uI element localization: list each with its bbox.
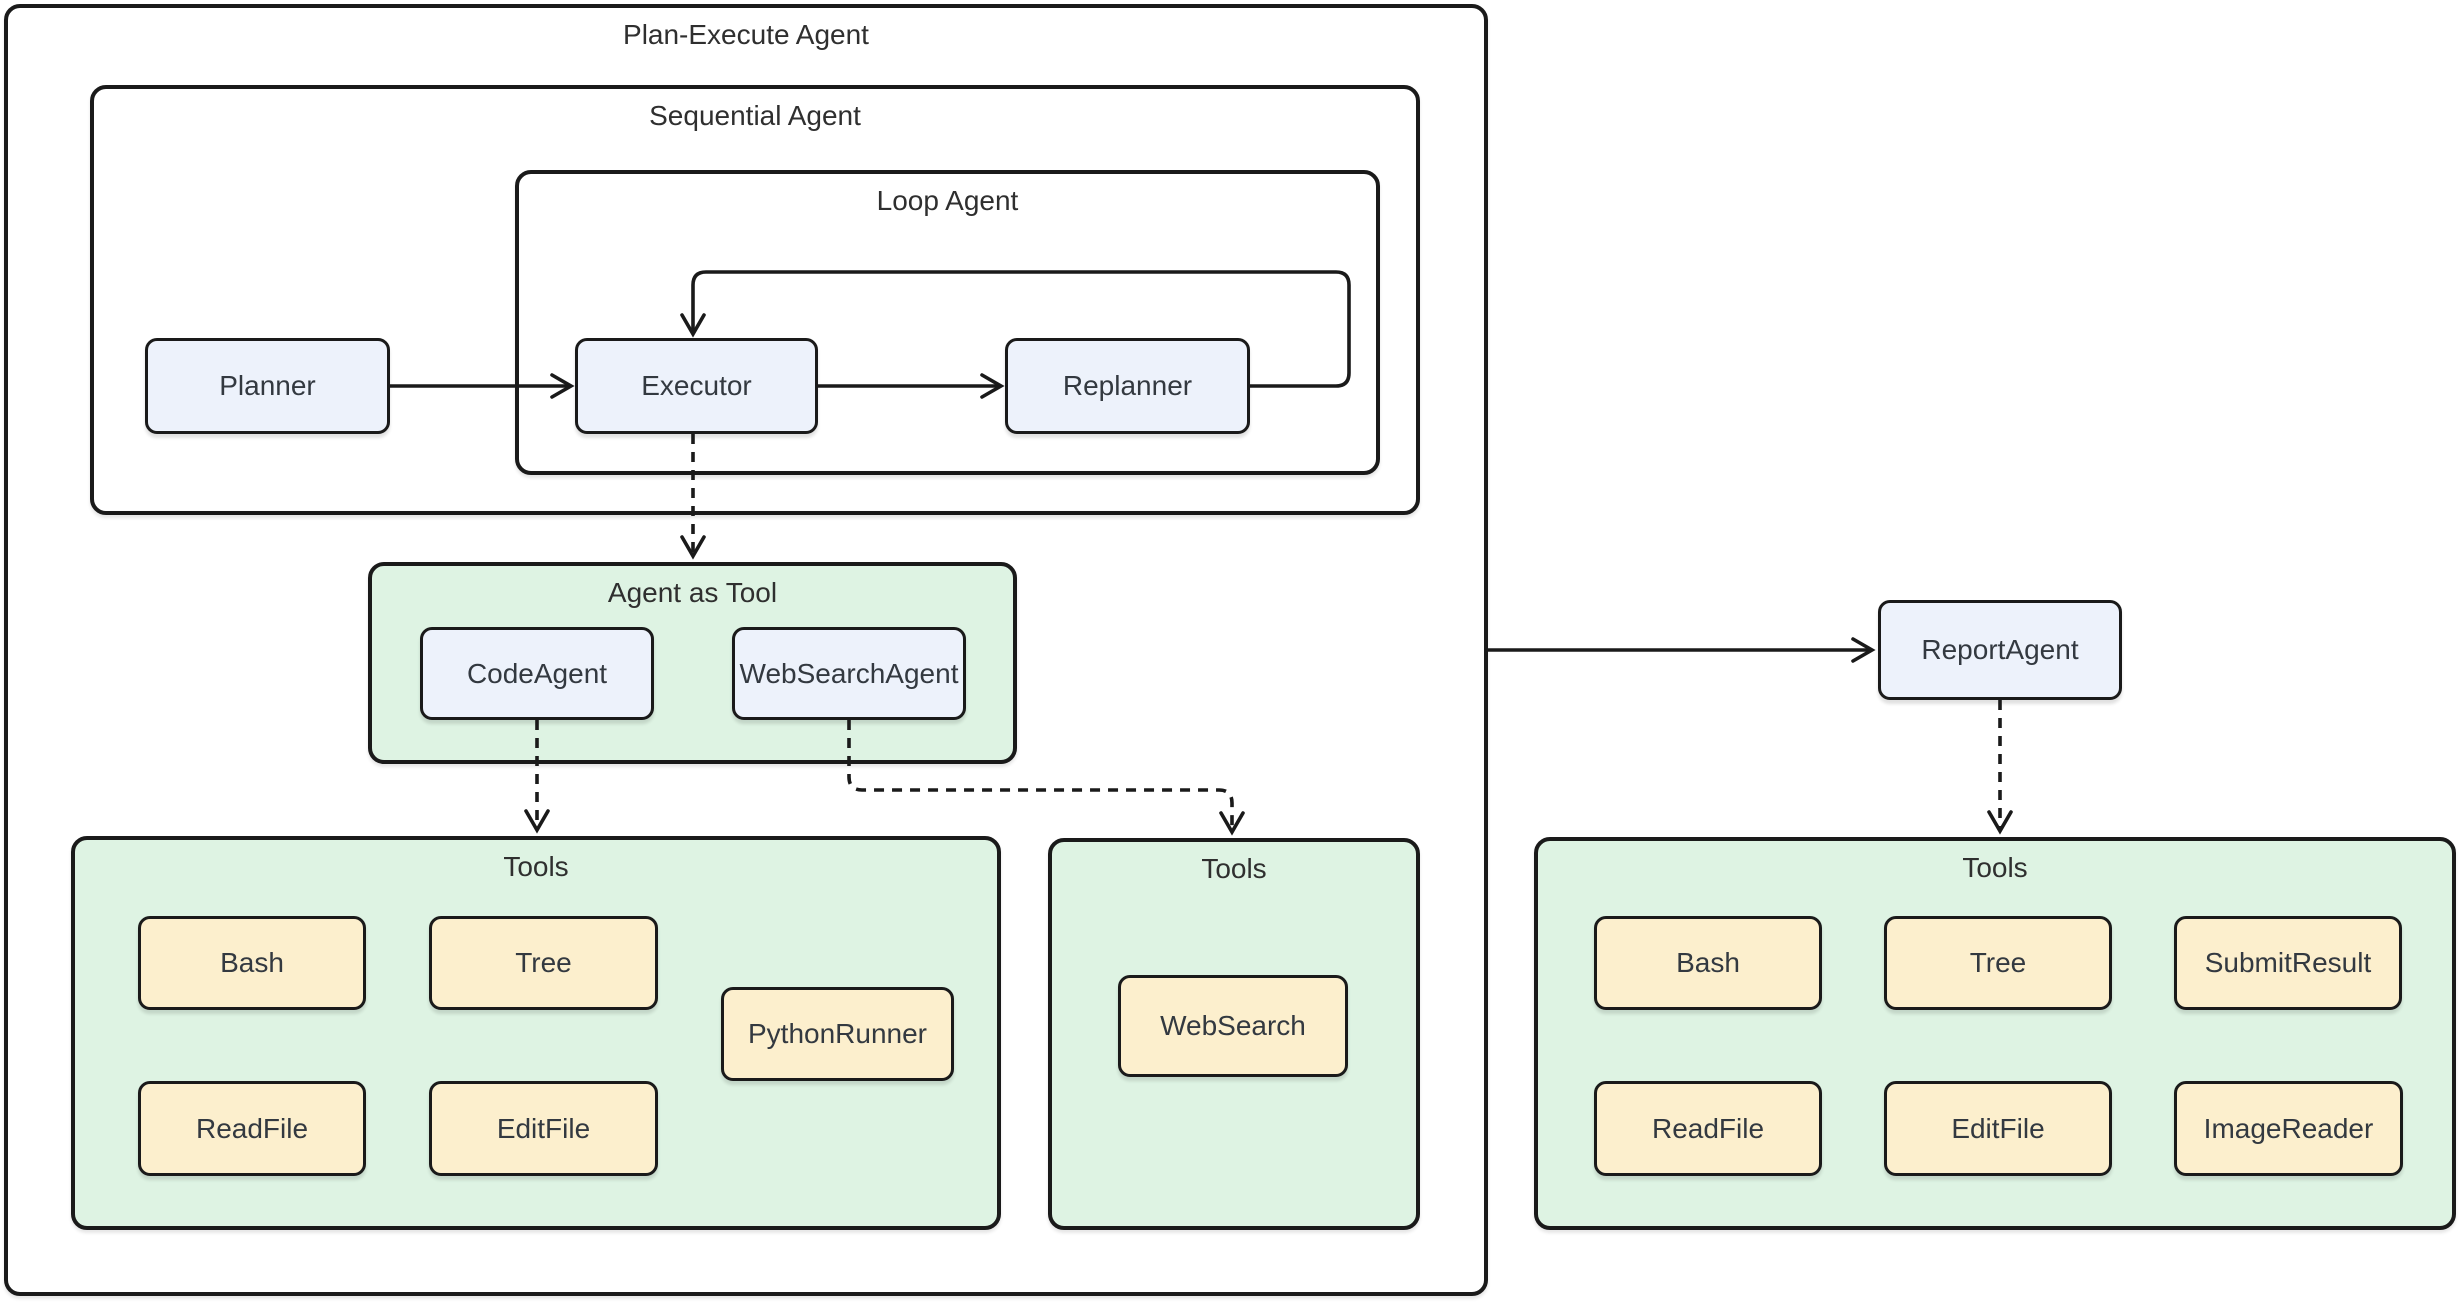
tools-right-title: Tools bbox=[1962, 852, 2028, 883]
tool-edit-file-2: EditFile bbox=[1884, 1081, 2112, 1176]
report-agent-node: ReportAgent bbox=[1878, 600, 2122, 700]
tool-read-file: ReadFile bbox=[138, 1081, 366, 1176]
tool-image-reader: ImageReader bbox=[2174, 1081, 2403, 1176]
tools-mid-title: Tools bbox=[1201, 853, 1267, 884]
tool-submit-result: SubmitResult bbox=[2174, 916, 2402, 1010]
tools-left-title: Tools bbox=[503, 851, 569, 882]
tool-web-search: WebSearch bbox=[1118, 975, 1348, 1077]
loop-agent-title: Loop Agent bbox=[876, 185, 1019, 216]
loop-agent-group: Loop Agent Executor Replanner bbox=[515, 170, 1380, 475]
planner-node: Planner bbox=[145, 338, 390, 434]
executor-node: Executor bbox=[575, 338, 818, 434]
replanner-node: Replanner bbox=[1005, 338, 1250, 434]
tool-bash-2: Bash bbox=[1594, 916, 1822, 1010]
agent-as-tool-title: Agent as Tool bbox=[607, 577, 778, 608]
tool-edit-file: EditFile bbox=[429, 1081, 658, 1176]
tool-python-runner: PythonRunner bbox=[721, 987, 954, 1081]
tools-left-group: Tools Bash Tree PythonRunner ReadFile Ed… bbox=[71, 836, 1001, 1230]
tool-read-file-2: ReadFile bbox=[1594, 1081, 1822, 1176]
tool-bash: Bash bbox=[138, 916, 366, 1010]
tools-right-group: Tools Bash Tree SubmitResult ReadFile Ed… bbox=[1534, 837, 2456, 1230]
tool-tree-2: Tree bbox=[1884, 916, 2112, 1010]
tool-tree: Tree bbox=[429, 916, 658, 1010]
plan-execute-agent-title: Plan-Execute Agent bbox=[623, 19, 869, 50]
agent-as-tool-group: Agent as Tool CodeAgent WebSearchAgent bbox=[368, 562, 1017, 764]
code-agent-node: CodeAgent bbox=[420, 627, 654, 720]
plan-execute-agent-group: Plan-Execute Agent Sequential Agent Loop… bbox=[4, 4, 1488, 1296]
sequential-agent-group: Sequential Agent Loop Agent Executor Rep… bbox=[90, 85, 1420, 515]
web-search-agent-node: WebSearchAgent bbox=[732, 627, 966, 720]
tools-mid-group: Tools WebSearch bbox=[1048, 838, 1420, 1230]
sequential-agent-title: Sequential Agent bbox=[649, 100, 861, 131]
